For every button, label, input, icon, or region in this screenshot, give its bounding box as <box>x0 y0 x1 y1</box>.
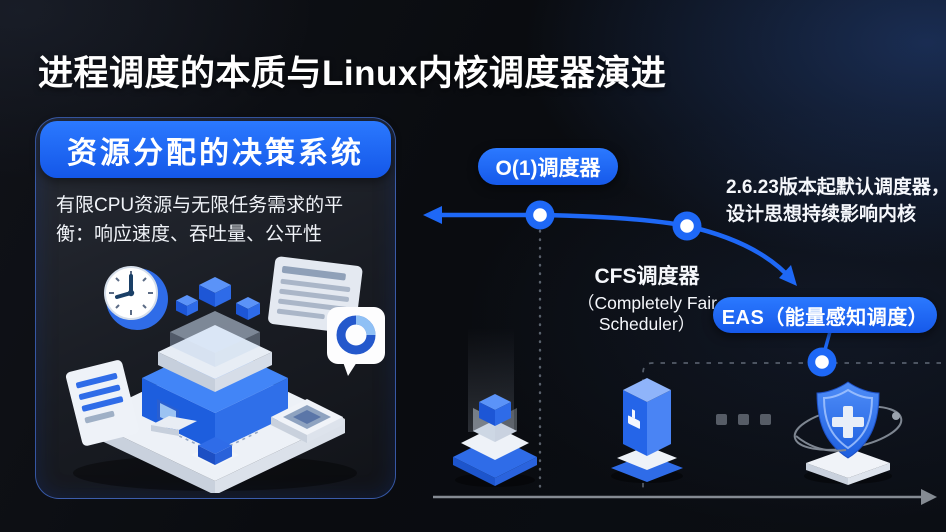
orbit-dot <box>892 412 900 420</box>
laptop-icon <box>151 399 197 436</box>
timeline-node-eas <box>807 347 837 377</box>
time-axis <box>433 489 937 505</box>
eas-label: EAS（能量感知调度） <box>721 306 929 329</box>
server-box-icon <box>611 378 683 483</box>
task-cube-icon <box>191 437 239 467</box>
cfs-subtitle-line2: Scheduler） <box>598 314 696 334</box>
connector-dashes <box>172 430 261 454</box>
cfs-label-block: CFS调度器 （Completely Fair Scheduler） <box>554 260 740 335</box>
eas-pill: EAS（能量感知调度） <box>713 297 937 333</box>
eas-dashed-path <box>642 362 941 490</box>
axis-arrowhead-icon <box>921 489 937 505</box>
clock-icon <box>104 266 168 330</box>
o1-scheduler-pill: O(1)调度器 <box>478 148 618 185</box>
card-header: 资源分配的决策系统 <box>40 121 391 178</box>
o1-scheduler-label: O(1)调度器 <box>495 156 601 180</box>
shield-orbit-icon <box>793 381 903 485</box>
cfs-note-line2: 设计思想持续影响内核 <box>726 204 917 225</box>
cfs-title: CFS调度器 <box>594 265 700 288</box>
cfs-note: 2.6.23版本起默认调度器， 设计思想持续影响内核 <box>726 174 946 228</box>
timeline-node-o1 <box>525 200 555 230</box>
resource-allocation-card: 资源分配的决策系统 有限CPU资源与无限任务需求的平衡：响应速度、吞吐量、公平性 <box>35 117 396 499</box>
timeline-node-cfs <box>672 211 702 241</box>
isometric-scheduling-illustration <box>65 256 385 493</box>
plus-glyph <box>832 406 864 438</box>
stack-pedestal-icon <box>453 394 537 487</box>
chip-icon <box>271 399 343 443</box>
cfs-subtitle-line1: （Completely Fair <box>576 293 718 313</box>
cpu-block-icon <box>142 311 288 451</box>
orbit-front-arc <box>795 435 847 452</box>
card-header-label: 资源分配的决策系统 <box>67 136 364 170</box>
server-glyph <box>628 409 640 429</box>
document-lines-icon <box>65 360 139 446</box>
cfs-note-line1: 2.6.23版本起默认调度器， <box>726 177 946 198</box>
donut-chart-bubble-icon <box>327 307 385 376</box>
ellipsis-icon <box>716 414 771 425</box>
curve-arrowhead-icon <box>779 265 797 286</box>
card-description: 有限CPU资源与无限任务需求的平衡：响应速度、吞吐量、公平性 <box>56 195 344 245</box>
timeline-arrow-left-icon <box>423 206 442 224</box>
page-title: 进程调度的本质与Linux内核调度器演进 <box>38 54 667 94</box>
floating-cubes-icon <box>176 277 260 320</box>
timeline-panel: O(1)调度器 2.6.23版本起默认调度器， 设计思想持续影响内核 CFS调度… <box>420 130 946 532</box>
